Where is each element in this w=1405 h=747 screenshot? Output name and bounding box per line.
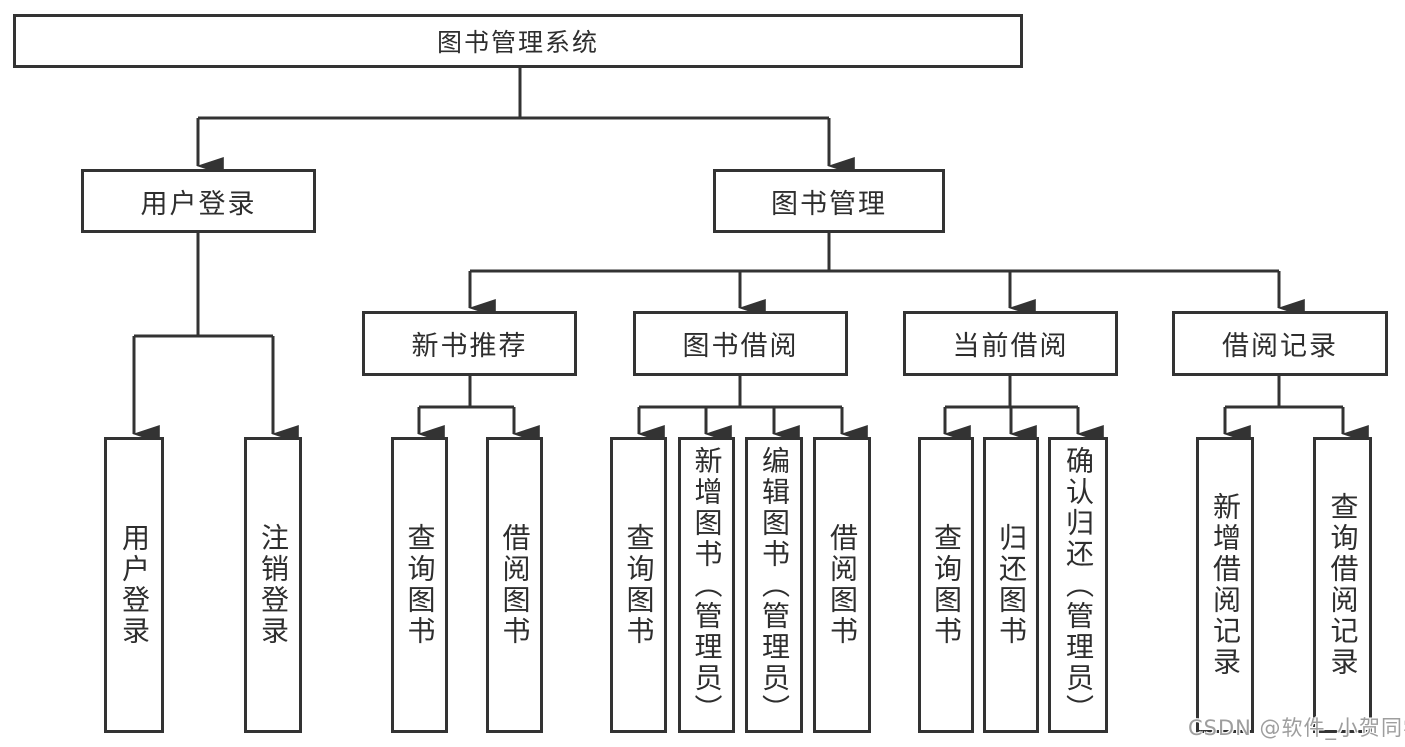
node-new-book-recommend: 新书推荐 (362, 311, 577, 376)
node-root-library-system: 图书管理系统 (13, 14, 1023, 68)
leaf-add-books-admin: 新增图书（管理员） (678, 437, 735, 733)
leaf-query-books-borrow: 查询图书 (610, 437, 667, 733)
connector-user-login-to-leaves (132, 233, 299, 443)
leaf-edit-books-admin: 编辑图书（管理员） (745, 437, 803, 733)
leaf-add-borrow-record: 新增借阅记录 (1196, 437, 1254, 733)
leaf-borrow-books: 借阅图书 (813, 437, 871, 733)
node-current-borrow: 当前借阅 (903, 311, 1118, 376)
leaf-return-books: 归还图书 (983, 437, 1039, 733)
node-book-management: 图书管理 (713, 169, 945, 233)
connector-book-borrow-to-leaves (637, 376, 868, 443)
csdn-watermark: CSDN @软件_小贺同学 (1188, 716, 1405, 740)
leaf-logout: 注销登录 (244, 437, 302, 733)
connector-new-book-recommend-to-leaves (417, 376, 540, 443)
leaf-query-borrow-record: 查询借阅记录 (1313, 437, 1372, 733)
leaf-query-books-current: 查询图书 (918, 437, 974, 733)
leaf-user-login: 用户登录 (104, 437, 164, 733)
node-book-borrow: 图书借阅 (633, 311, 848, 376)
leaf-query-books-recommend: 查询图书 (391, 437, 448, 733)
connector-current-borrow-to-leaves (943, 376, 1104, 443)
leaf-confirm-return-admin: 确认归还（管理员） (1048, 437, 1108, 733)
node-user-login: 用户登录 (81, 169, 316, 233)
connector-borrow-records-to-leaves (1223, 376, 1369, 443)
node-borrow-records: 借阅记录 (1172, 311, 1388, 376)
connector-root-to-level2 (196, 68, 855, 175)
leaf-borrow-books-recommend: 借阅图书 (486, 437, 543, 733)
connector-book-management-to-level3 (468, 233, 1305, 317)
